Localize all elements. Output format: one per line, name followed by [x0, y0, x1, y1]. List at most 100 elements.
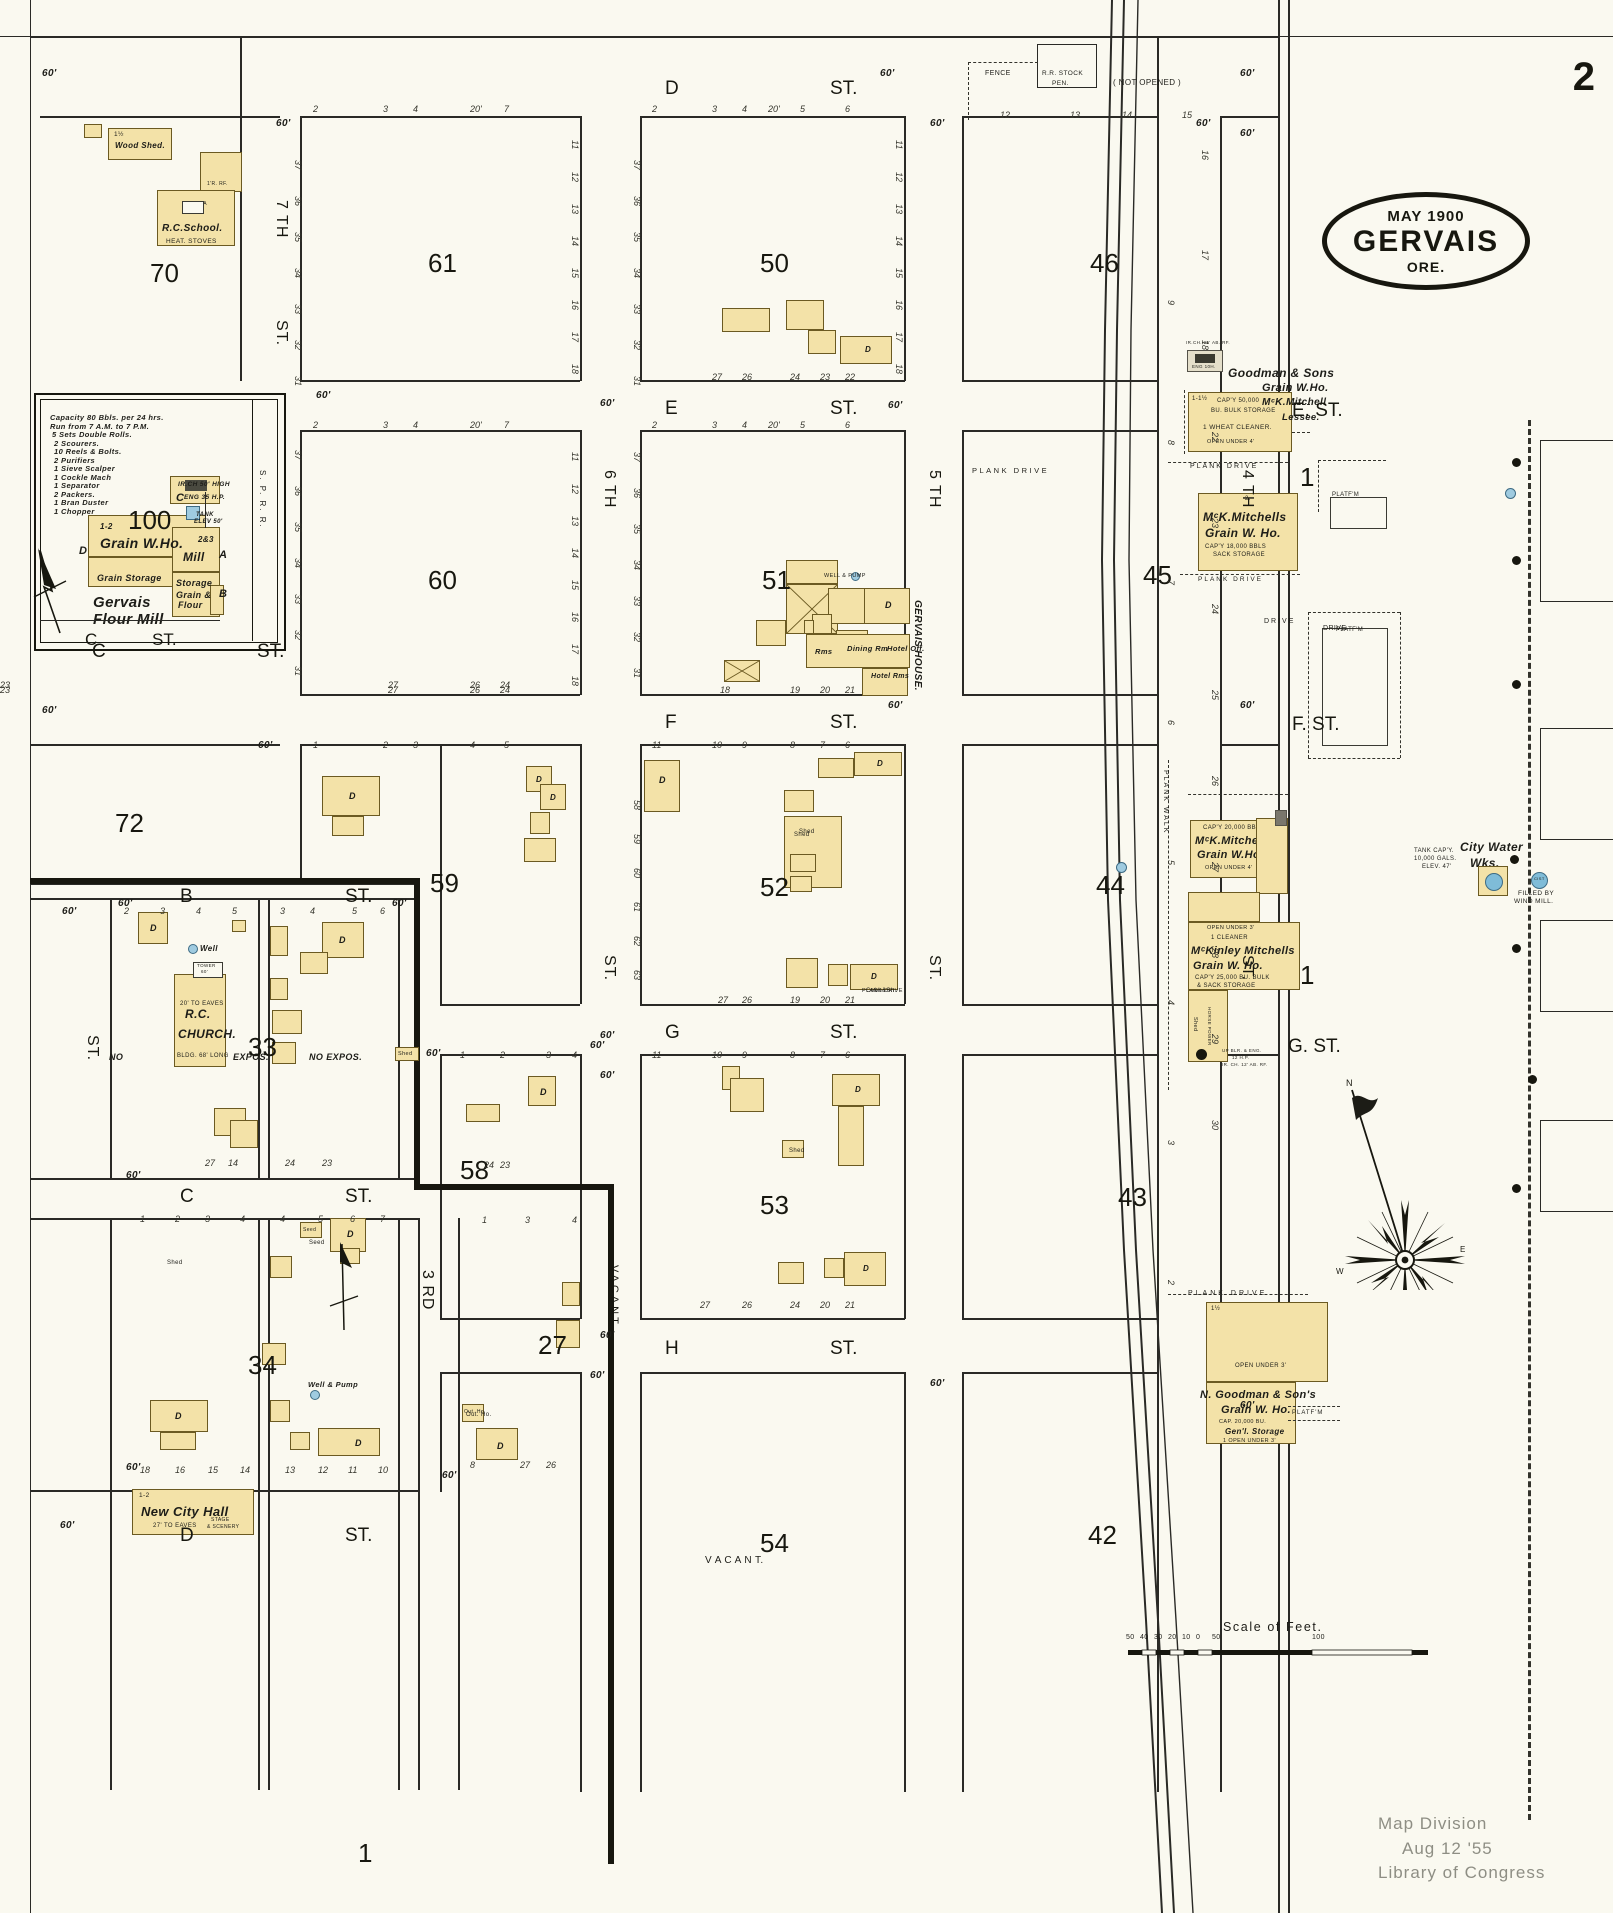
street-line [240, 36, 242, 381]
street-line [962, 1054, 1157, 1056]
lot-number: 34 [293, 558, 303, 569]
hotel-outbuilding [786, 560, 838, 584]
depot-yard-outline [1400, 612, 1401, 758]
block-number-45: 45 [1143, 560, 1172, 590]
lot-number: 24 [790, 372, 801, 382]
fence-line [968, 62, 969, 120]
lot-number: 18 [140, 1465, 151, 1475]
lot-number: 4 [196, 906, 202, 916]
lot-number: 3 [280, 906, 286, 916]
lot-number: 1 [140, 1214, 146, 1224]
dwelling: D [844, 1252, 886, 1286]
lot-number: 16 [894, 300, 904, 311]
street-line [40, 116, 280, 118]
lot-outline [1540, 1120, 1613, 1212]
lot-number: 27 [718, 995, 729, 1005]
lot-number: 3 [1166, 1140, 1176, 1146]
plank-drive-line [1168, 1294, 1308, 1295]
mill-label: Grain Storage [97, 573, 162, 583]
mill-label: A [219, 549, 228, 561]
block-number-54: 54 [760, 1528, 789, 1558]
mck-mitchells-2-open: OPEN UNDER 4' [1205, 865, 1253, 871]
lot-number: 21 [845, 685, 856, 695]
n-goodman-title: N. Goodman & Son's [1200, 1389, 1317, 1401]
map-date: MAY 1900 [1387, 207, 1465, 225]
mill-stack [205, 492, 206, 528]
street-line [640, 1318, 905, 1320]
dimension-60ft: 60' [600, 1030, 615, 1041]
goodman-platform-outline [1292, 404, 1310, 405]
street-line [258, 1218, 260, 1490]
street-line [962, 744, 1157, 746]
mckinley-cleaner: 1 CLEANER [1211, 935, 1248, 941]
outbuilding [530, 812, 550, 834]
dwelling-label: D [175, 1411, 182, 1421]
dwelling-label: D [855, 1085, 862, 1094]
lot-number: 26 [742, 1300, 753, 1310]
dwelling-label: D [497, 1441, 504, 1451]
hotel-main: Rms Dining Rm Hotel Off. [806, 634, 924, 668]
lot-number: 32 [632, 340, 642, 351]
goodman-lessee-word: Lessee. [1282, 412, 1320, 423]
block59-no-expos: NO EXPOS. [309, 1052, 363, 1062]
well-pump-label-hotel: WELL & PUMP [824, 573, 866, 579]
lot-number: 9 [742, 740, 748, 750]
map-annotation: PEN. [1052, 80, 1069, 87]
lot-number: 7 [820, 1050, 826, 1060]
dwelling-label: D [536, 775, 543, 784]
vertical-street-label: 7 TH [273, 200, 290, 239]
city-hall-eaves: 27' TO EAVES [153, 1523, 197, 1529]
lot-number: 24 [1210, 604, 1220, 615]
lot-number: 19 [790, 995, 801, 1005]
mill-spec-line: 1 Chopper [54, 506, 95, 516]
street-line [418, 1218, 420, 1490]
lot-number: 14 [894, 236, 904, 247]
mill-label: Gervais [93, 594, 151, 611]
vertical-street-label: ST. [84, 1035, 101, 1062]
lot-number: 9 [742, 1050, 748, 1060]
street-heavy-edge [608, 1184, 614, 1864]
mill-building [172, 527, 220, 572]
rc-school-label: R.C.School. [162, 223, 223, 234]
dwelling-label: D [659, 775, 666, 785]
plank-drive-label-2: PLANK DRIVE [1188, 1290, 1268, 1297]
mill-label: Flour [178, 600, 203, 610]
church-expos-label: EXPOS. [233, 1052, 269, 1062]
mck-mitchells-subtitle: Grain W. Ho. [1205, 526, 1281, 540]
lot-number: 3 [160, 906, 166, 916]
dwelling: D [832, 1074, 880, 1106]
street-label-e: E [665, 398, 678, 419]
lot-number: 28 [1210, 948, 1220, 959]
block-number-72: 72 [115, 808, 144, 838]
lot-number: 1 [482, 1215, 488, 1225]
street-line [962, 1054, 964, 1319]
city-hall-scenery: & SCENERY [207, 1524, 240, 1530]
dimension-60ft: 60' [258, 740, 273, 751]
inset-railroad-label: S. P. R. R. [258, 470, 267, 529]
dimension-60ft: 60' [1240, 68, 1255, 79]
feature-annotation: PLATF'M [1336, 627, 1364, 633]
school-heat-stoves: HEAT. STOVES [166, 238, 217, 245]
lot-number: 8 [470, 1460, 476, 1470]
drive-label: DRIVE [1264, 618, 1296, 625]
plank-drive-label: PLANK DRIVE [1198, 576, 1263, 583]
lot-number: 1 [313, 740, 319, 750]
lot-number: 2 [175, 1214, 181, 1224]
depot-yard-outline [1308, 758, 1400, 759]
lot-number: 16 [570, 612, 580, 623]
lot-number: 14 [570, 548, 580, 559]
lot-number: 22 [1210, 432, 1220, 443]
lot-number: 4 [572, 1215, 578, 1225]
lot-number: 3 [383, 420, 389, 430]
lot-number: 20' [768, 104, 780, 114]
shed-label: Shed [799, 829, 815, 835]
hotel-office: Hotel Off. [887, 644, 925, 653]
cobbler-shop-label: PLANK DRIVE [862, 988, 903, 994]
lot-outline [1540, 920, 1613, 1012]
outbuilding [524, 838, 556, 862]
platform-outline [1288, 1406, 1340, 1407]
wood-shed: Wood Shed. 1½ [108, 128, 172, 160]
shed [782, 1140, 804, 1158]
goodman-platform-outline [1184, 390, 1185, 454]
block-number-33: 33 [248, 1032, 277, 1062]
